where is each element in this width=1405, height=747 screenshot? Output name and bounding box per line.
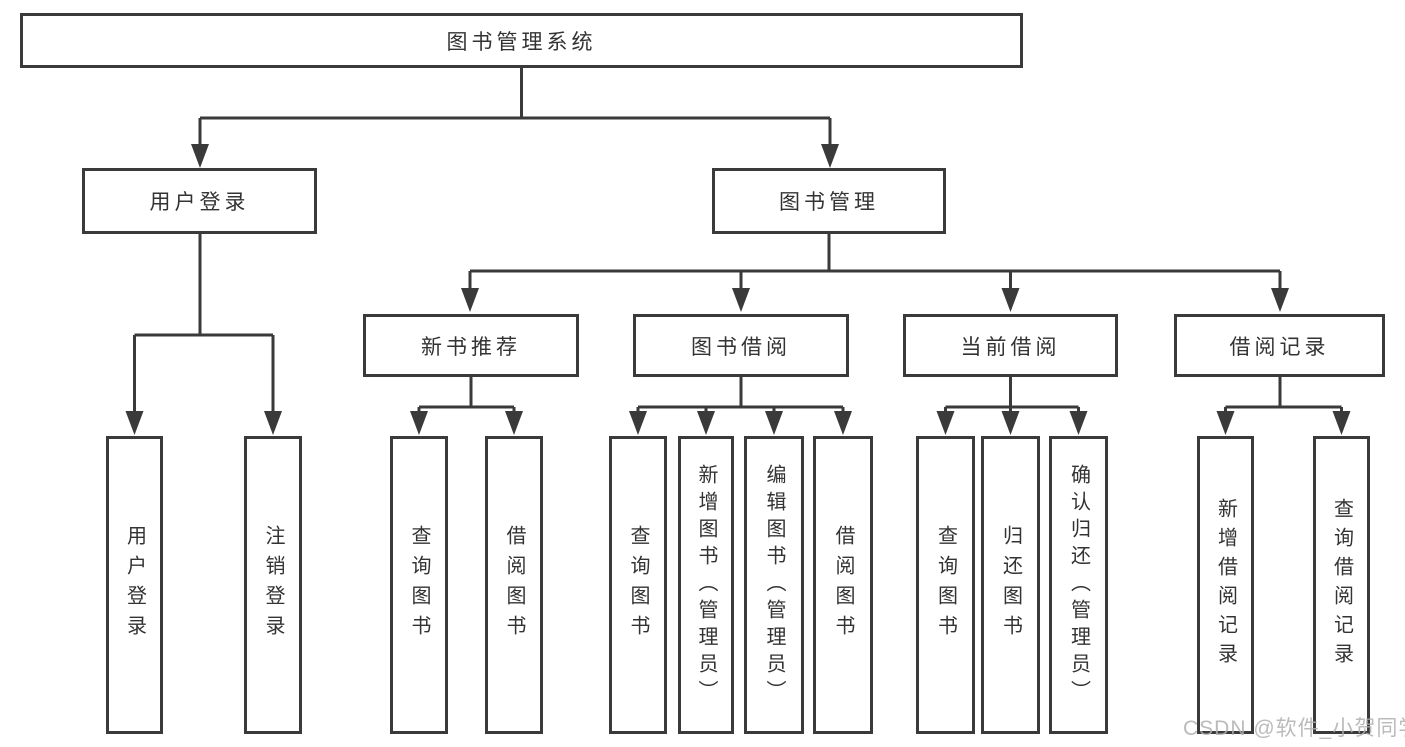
node-book-management: 图书管理	[712, 168, 946, 234]
node-root-label: 图书管理系统	[446, 30, 597, 54]
leaf-borrow-books-under-borrowing: 借阅图书	[813, 436, 873, 734]
leaf-add-borrow-record-label: 新增借阅记录	[1214, 498, 1237, 672]
leaf-query-borrow-record-label: 查询借阅记录	[1330, 498, 1353, 672]
leaf-return-books: 归还图书	[981, 436, 1040, 734]
leaf-add-borrow-record: 新增借阅记录	[1197, 436, 1254, 734]
node-new-book-recommend: 新书推荐	[363, 314, 579, 377]
leaf-logout-login-label: 注销登录	[262, 525, 284, 645]
leaf-edit-books-admin: 编辑图书（管理员）	[744, 436, 804, 734]
leaf-query-books-under-current: 查询图书	[916, 436, 975, 734]
leaf-add-books-label: 新增图书（管理员）	[695, 463, 717, 707]
leaf-confirm-return-admin: 确认归还（管理员）	[1049, 436, 1108, 734]
leaf-borrow-books-label: 借阅图书	[832, 525, 854, 645]
node-root-library-system: 图书管理系统	[20, 13, 1023, 68]
leaf-query-books-label: 查询图书	[627, 525, 649, 645]
leaf-add-books-admin: 新增图书（管理员）	[678, 436, 734, 734]
leaf-logout-login: 注销登录	[244, 436, 302, 734]
leaf-confirm-return-label: 确认归还（管理员）	[1067, 463, 1090, 707]
node-book-management-label: 图书管理	[779, 191, 879, 214]
node-current-borrowing: 当前借阅	[903, 314, 1118, 377]
leaf-edit-books-label: 编辑图书（管理员）	[763, 463, 785, 707]
leaf-query-borrow-record: 查询借阅记录	[1313, 436, 1370, 734]
node-borrowing-records-label: 借阅记录	[1229, 335, 1330, 359]
leaf-query-books-under-recommend: 查询图书	[390, 436, 448, 734]
node-book-borrowing-label: 图书借阅	[691, 335, 791, 359]
leaf-return-books-label: 归还图书	[999, 525, 1022, 645]
leaf-query-books-label: 查询图书	[408, 525, 430, 645]
node-user-login: 用户登录	[82, 168, 317, 234]
leaf-borrow-books-under-recommend: 借阅图书	[485, 436, 543, 734]
leaf-query-books-label: 查询图书	[934, 525, 957, 645]
leaf-query-books-under-borrowing: 查询图书	[609, 436, 667, 734]
leaf-user-login: 用户登录	[106, 436, 163, 734]
csdn-watermark: CSDN @软件_小贺同学	[1183, 717, 1405, 740]
node-book-borrowing: 图书借阅	[633, 314, 849, 377]
leaf-user-login-label: 用户登录	[123, 525, 146, 645]
node-user-login-label: 用户登录	[149, 191, 250, 214]
leaf-borrow-books-label: 借阅图书	[503, 525, 525, 645]
node-new-book-recommend-label: 新书推荐	[421, 335, 521, 359]
node-borrowing-records: 借阅记录	[1174, 314, 1385, 377]
node-current-borrowing-label: 当前借阅	[960, 335, 1061, 359]
